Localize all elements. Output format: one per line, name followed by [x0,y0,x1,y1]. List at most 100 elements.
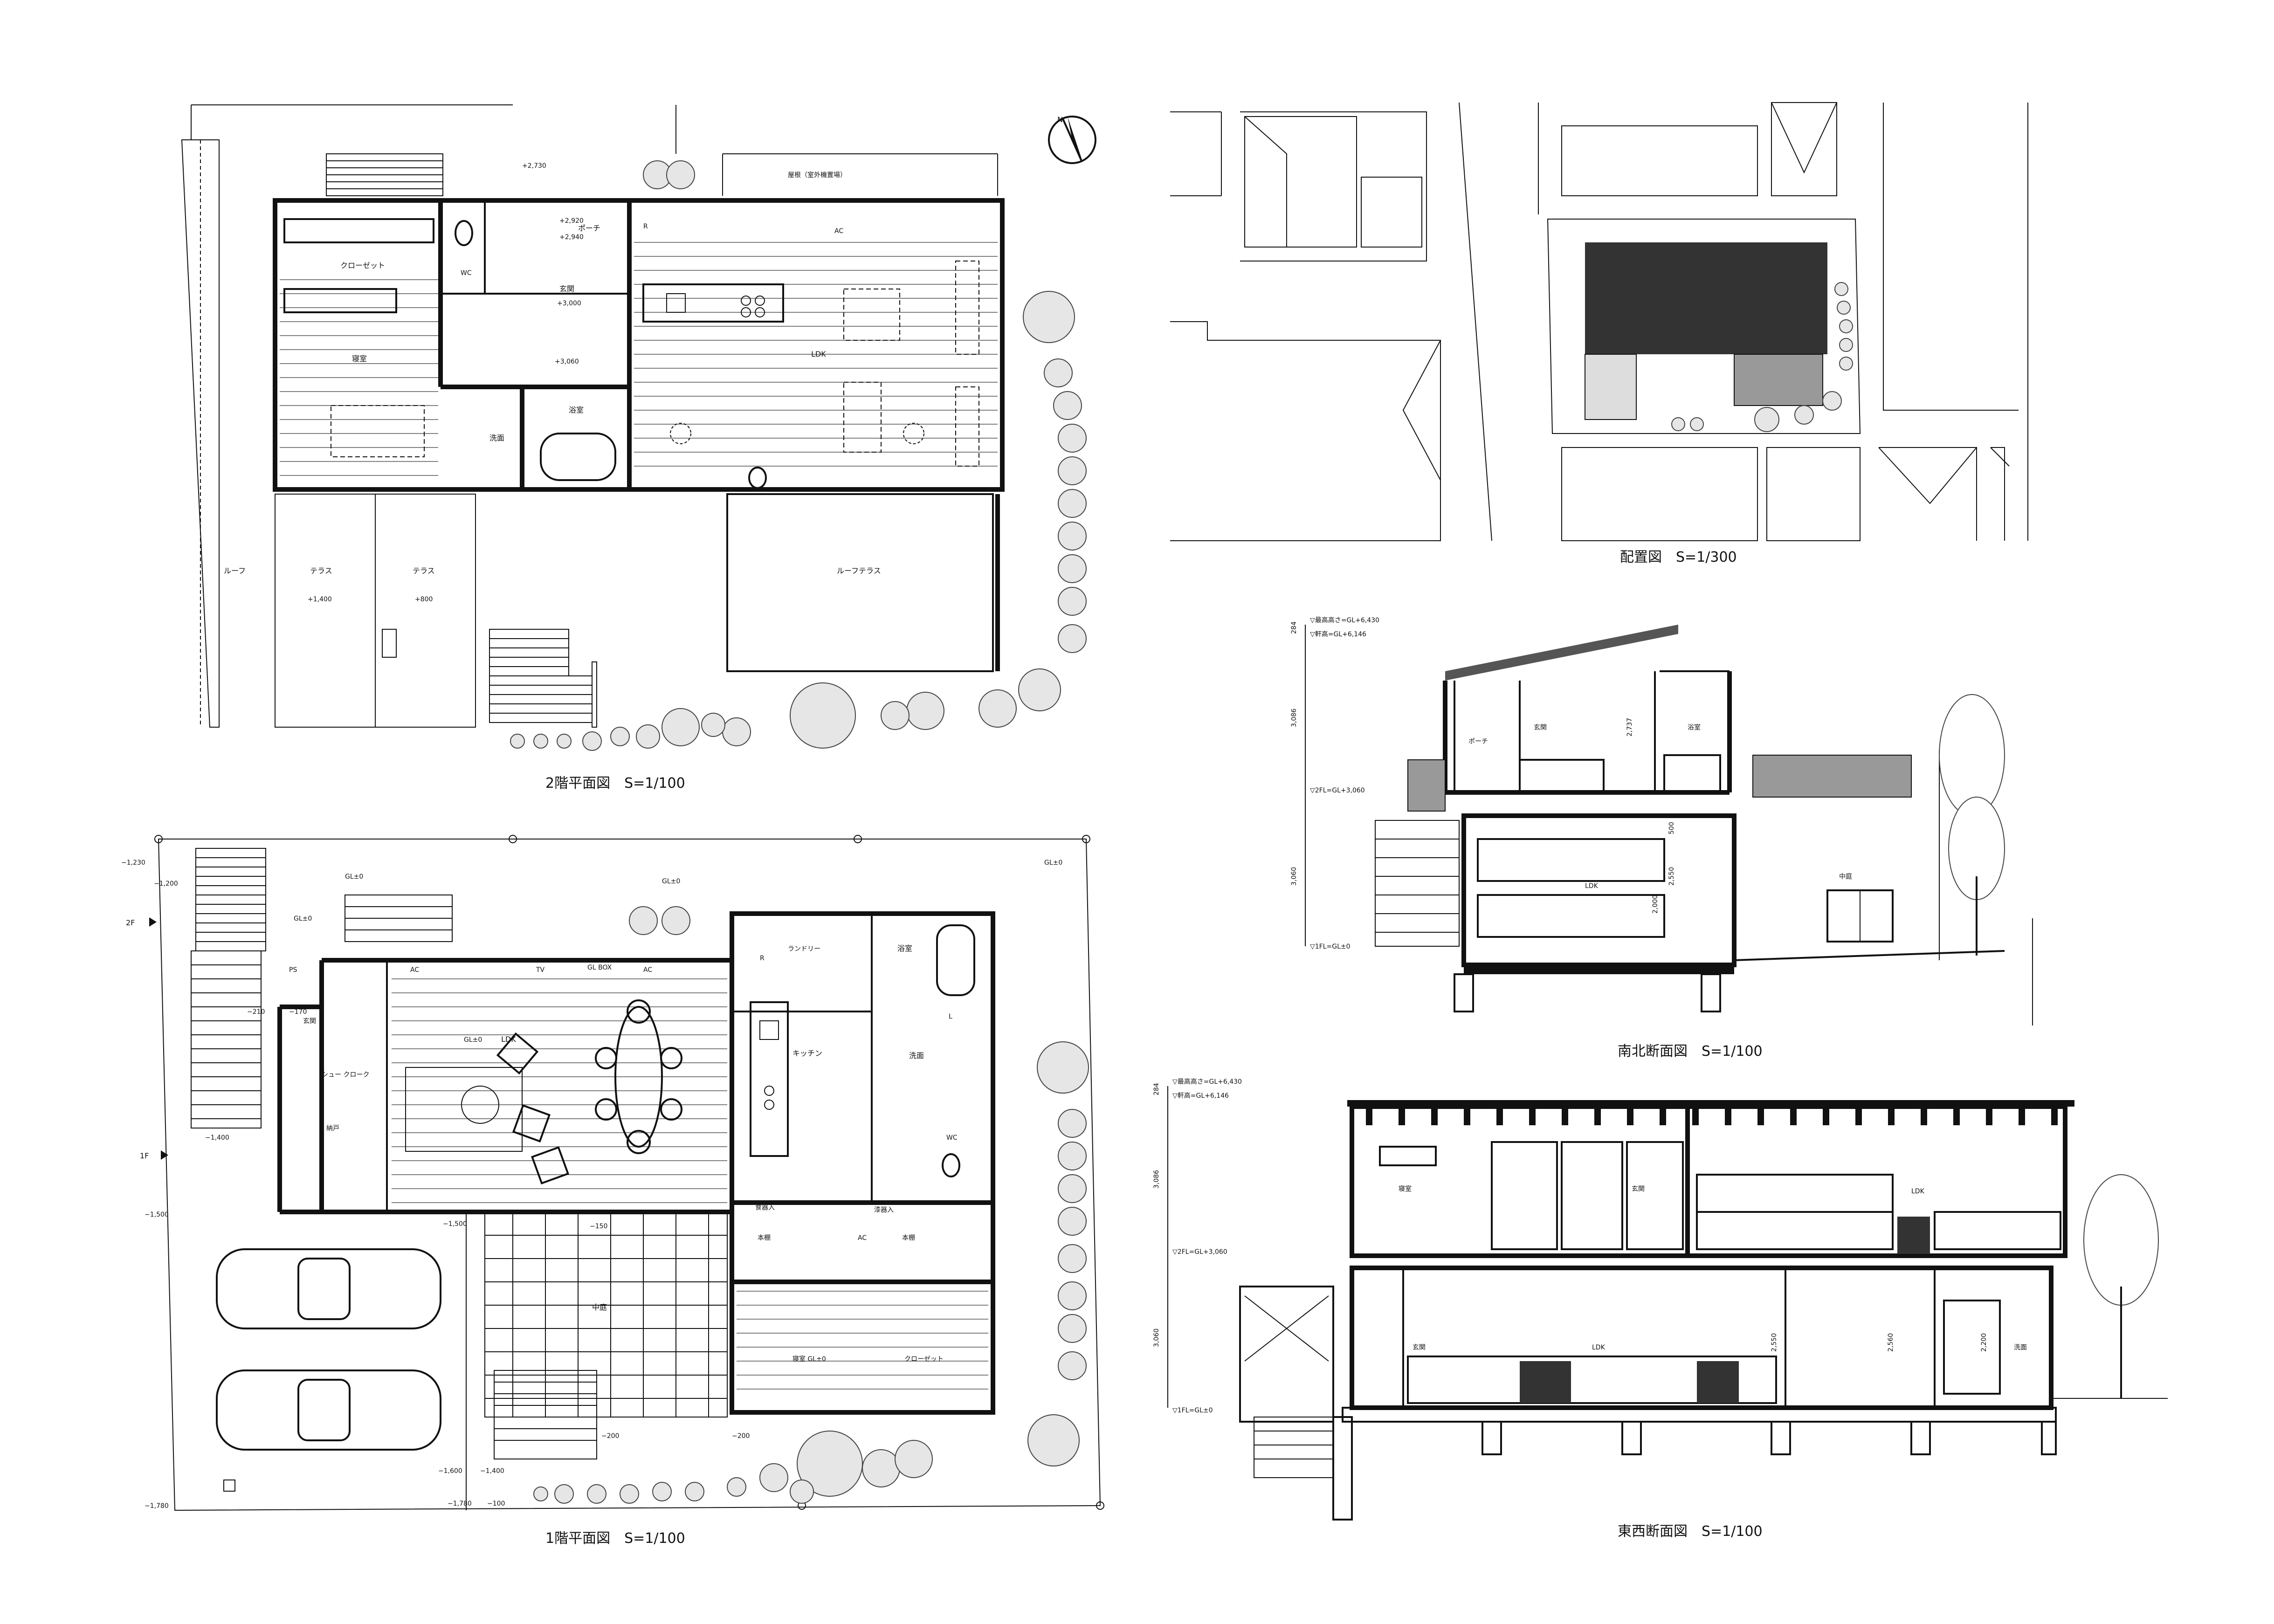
section-east-west: ▽最高高さ=GL+6,430 ▽軒高=GL+6,146 ▽2FL=GL+3,06… [1153,1078,2168,1540]
north-label: N [1057,115,1063,124]
label-lacquer: 漆器入 [874,1206,894,1214]
label-ew-bedroom: 寝室 [1399,1185,1412,1193]
level-m1400-b: −1,400 [480,1467,504,1475]
label-ew-ldk-2f: LDK [1911,1188,1925,1195]
level-m1780-b: −1,780 [448,1500,472,1507]
level-ldk-1f: GL±0 [464,1036,482,1044]
room-roof-terrace: ルーフテラス [837,566,881,575]
dim-ns-3086: 3,086 [1290,709,1298,727]
level-m1200: −1,200 [154,880,178,888]
label-ac-2: AC [643,966,652,974]
room-bath-2f: 浴室 [569,406,584,414]
label-tv: TV [536,966,545,974]
label-r-2f: R [643,223,648,230]
car-icon [216,1248,441,1451]
level-gl-1: GL±0 [345,873,363,881]
room-ldk-2f: LDK [811,350,826,358]
caption-section-ew: 東西断面図 S=1/100 [1618,1523,1763,1540]
label-gl-box: GL BOX [587,964,612,971]
level-m170: −170 [289,1008,307,1016]
room-kitchen: キッチン [792,1049,822,1058]
label-ac-2f: AC [834,227,843,235]
level-terrace-2: +800 [415,596,433,603]
site-plan: 配置図 S=1/300 [1170,102,2028,565]
label-ew-2fl: ▽2FL=GL+3,060 [1172,1248,1227,1256]
label-ns-top: ▽最高高さ=GL+6,430 [1310,616,1379,624]
label-ns-porch: ポーチ [1468,738,1488,745]
label-ew-entrance-2f: 玄関 [1632,1185,1645,1193]
level-entrance-2f: +3,000 [557,300,581,307]
section-north-south: ▽最高高さ=GL+6,430 ▽軒高=GL+6,146 ▽2FL=GL+3,06… [1290,616,2033,1060]
level-m1600: −1,600 [438,1467,462,1475]
level-m1230: −1,230 [121,859,145,867]
label-ew-top: ▽最高高さ=GL+6,430 [1172,1078,1242,1086]
room-laundry: ランドリー [788,945,820,953]
caption-plan-1f: 1階平面図 S=1/100 [545,1530,685,1547]
plan-1f: 2F 1F LDK GL±0 玄関 シュー クローク 納戸 キッチン ランドリー… [121,835,1104,1547]
north-arrow-icon: N [1048,115,1096,164]
level-gl-4: GL±0 [1044,859,1062,867]
room-entrance-2f: 玄関 [559,284,574,293]
label-ew-wash: 洗面 [2014,1344,2027,1351]
room-wash-1f: 洗面 [909,1051,924,1060]
room-bedroom-2f: 寝室 [352,354,367,363]
label-ps: PS [289,966,297,974]
label-shelf-2: 本棚 [902,1234,915,1242]
floor-mark-1f: 1F [140,1150,168,1160]
room-storage: 納戸 [326,1125,339,1132]
label-shelf-1: 本棚 [758,1234,771,1242]
level-m200-a: −200 [601,1432,619,1440]
level-porch: +2,940 [559,234,584,241]
label-l-1f: L [949,1013,952,1020]
label-ns-1fl: ▽1FL=GL±0 [1310,943,1351,950]
label-ac-3: AC [858,1234,867,1242]
level-m1500-a: −1,500 [145,1211,169,1218]
room-terrace-1: テラス [310,566,332,575]
dim-ns-500: 500 [1668,822,1675,834]
room-bedroom-1f: 寝室 GL±0 [792,1355,826,1363]
room-bath-1f: 浴室 [897,944,912,953]
level-m1400-a: −1,400 [205,1134,229,1142]
level-m150: −150 [590,1223,607,1230]
dim-ns-2000: 2,000 [1652,895,1659,914]
level-m100: −100 [487,1500,505,1507]
room-wc-1f: WC [946,1134,958,1142]
room-entrance-1f: 玄関 [303,1017,316,1025]
dim-ns-3060: 3,060 [1290,867,1298,886]
label-cupboard: 食器入 [755,1204,775,1211]
room-wc-2f: WC [461,269,472,277]
room-ldk-1f: LDK [501,1035,516,1044]
caption-site: 配置図 S=1/300 [1620,549,1737,565]
label-ns-ldk: LDK [1585,882,1599,890]
caption-section-ns: 南北断面図 S=1/100 [1618,1043,1763,1060]
level-terrace-1: +1,400 [308,596,332,603]
plan-2f: N [181,104,1096,791]
floor-mark-2f: 2F [126,917,157,927]
dim-ns-2550: 2,550 [1668,867,1675,886]
room-closet-2f: クローゼット [340,261,385,270]
label-ew-entrance-1f: 玄関 [1413,1343,1426,1351]
label-ns-entrance: 玄関 [1534,723,1547,731]
level-stair-2f: +2,730 [522,162,546,170]
level-m210: −210 [247,1008,265,1016]
label-ns-courtyard: 中庭 [1839,873,1852,881]
room-porch: ポーチ [578,224,600,233]
label-ac-1: AC [410,966,419,974]
label-ns-2fl: ▽2FL=GL+3,060 [1310,787,1365,794]
level-porch-top: +2,920 [559,217,584,225]
tree-icon [510,160,1087,751]
level-m200-b: −200 [732,1432,750,1440]
dim-ew-2550: 2,550 [1771,1333,1778,1352]
level-gl-3: GL±0 [294,915,312,922]
room-roof: ルーフ [224,566,246,575]
level-gl-2: GL±0 [662,878,680,885]
dim-ns-2737: 2,737 [1626,718,1633,736]
dim-ew-3060: 3,060 [1153,1328,1160,1347]
label-ns-eave: ▽軒高=GL+6,146 [1310,630,1366,638]
room-courtyard-1f: 中庭 [592,1303,607,1312]
dim-ew-2560: 2,560 [1887,1333,1895,1352]
label-ew-ldk-1f: LDK [1592,1344,1606,1351]
dim-ns-284: 284 [1290,621,1298,634]
label-ns-bath: 浴室 [1688,723,1701,731]
